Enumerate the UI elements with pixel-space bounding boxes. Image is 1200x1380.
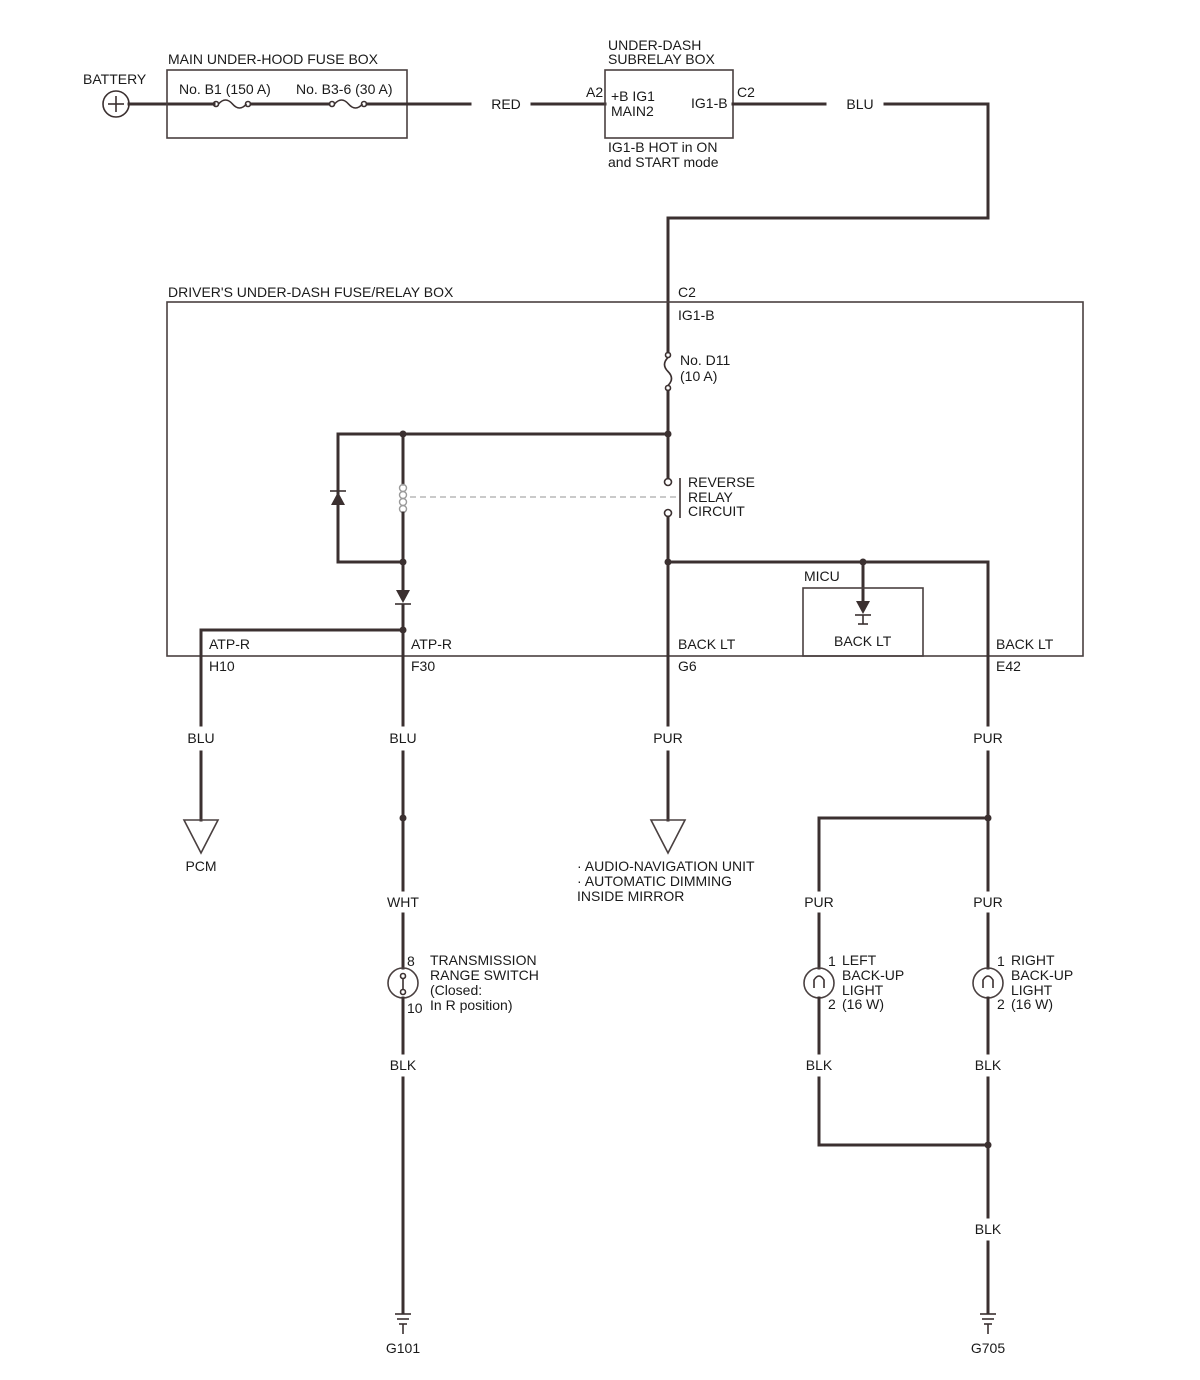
wire-label-blu-top: BLU xyxy=(846,96,873,112)
ground-g101-icon xyxy=(395,1313,411,1334)
subrelay-pin-c2: C2 xyxy=(737,84,755,100)
wire-blk-join xyxy=(817,1076,990,1147)
fuse-relay-pin-c2: C2 xyxy=(678,284,696,300)
left-light-label-3: LIGHT xyxy=(842,982,884,998)
pin-g6-code: G6 xyxy=(678,658,697,674)
subrelay-title-2: SUBRELAY BOX xyxy=(608,51,716,67)
pin-h10-name: ATP-R xyxy=(209,636,250,652)
diode-atp-icon xyxy=(396,590,410,603)
diode-icon xyxy=(331,492,345,505)
main-fuse-box-title: MAIN UNDER-HOOD FUSE BOX xyxy=(168,51,379,67)
switch-pin-10: 10 xyxy=(407,1000,423,1016)
left-light-pin-1: 1 xyxy=(828,953,836,969)
relay-label-2: RELAY xyxy=(688,489,734,505)
battery-label: BATTERY xyxy=(83,71,147,87)
fuse-b3-icon xyxy=(328,100,336,108)
transmission-range-switch: 8 10 TRANSMISSION RANGE SWITCH (Closed: … xyxy=(387,952,539,1016)
wire-label-blk-right: BLK xyxy=(975,1057,1002,1073)
wire-label-pur-e42: PUR xyxy=(973,730,1003,746)
right-light-label-1: RIGHT xyxy=(1011,952,1055,968)
pcm-label: PCM xyxy=(185,858,216,874)
wire-relay-bus xyxy=(336,432,670,564)
subrelay-inner-1: +B IG1 xyxy=(611,88,655,104)
switch-label-3: (Closed: xyxy=(430,982,482,998)
right-light-pin-2: 2 xyxy=(997,996,1005,1012)
wire-atp-bridge xyxy=(199,628,405,658)
audio-connector-icon xyxy=(649,819,687,855)
relay-label-3: CIRCUIT xyxy=(688,503,745,519)
subrelay-inner-out: IG1-B xyxy=(691,95,728,111)
main-fuse-box: MAIN UNDER-HOOD FUSE BOX No. B1 (150 A) … xyxy=(166,51,472,139)
relay-contact-icon xyxy=(663,477,681,518)
fuse-b3-label: No. B3-6 (30 A) xyxy=(296,81,393,97)
relay-label-1: REVERSE xyxy=(688,474,755,490)
subrelay-pin-a2: A2 xyxy=(586,84,603,100)
wire-label-blu-pcm: BLU xyxy=(187,730,214,746)
micu-label: BACK LT xyxy=(834,633,892,649)
left-light-label-1: LEFT xyxy=(842,952,877,968)
left-light-label-4: (16 W) xyxy=(842,996,884,1012)
fuse-d11-label: No. D11 xyxy=(680,352,731,368)
right-backup-light: 1 2 RIGHT BACK-UP LIGHT (16 W) xyxy=(972,952,1073,1012)
wire-label-blk-trs: BLK xyxy=(390,1057,417,1073)
wire-backlt-bus xyxy=(666,560,990,658)
wire-label-pur-right: PUR xyxy=(973,894,1003,910)
micu-title: MICU xyxy=(804,568,840,584)
switch-pin-8: 8 xyxy=(407,953,415,969)
subrelay-box: UNDER-DASH SUBRELAY BOX A2 C2 +B IG1 MAI… xyxy=(586,37,755,170)
wire-label-blk-left: BLK xyxy=(806,1057,833,1073)
fuse-relay-box: DRIVER'S UNDER-DASH FUSE/RELAY BOX C2 IG… xyxy=(166,284,1084,674)
right-light-label-4: (16 W) xyxy=(1011,996,1053,1012)
audio-label-3: INSIDE MIRROR xyxy=(577,888,684,904)
ground-g101-label: G101 xyxy=(386,1340,420,1356)
pin-e42-name: BACK LT xyxy=(996,636,1054,652)
ground-g705-label: G705 xyxy=(971,1340,1005,1356)
fuse-d11-icon xyxy=(664,351,672,359)
switch-label-4: In R position) xyxy=(430,997,512,1013)
left-backup-light: 1 2 LEFT BACK-UP LIGHT (16 W) xyxy=(803,952,904,1012)
pin-f30-code: F30 xyxy=(411,658,435,674)
micu-diode-icon xyxy=(856,601,870,614)
pcm-connector-icon xyxy=(182,819,220,855)
pin-h10-code: H10 xyxy=(209,658,235,674)
left-bulb-icon xyxy=(803,967,835,999)
fuse-relay-box-title: DRIVER'S UNDER-DASH FUSE/RELAY BOX xyxy=(168,284,454,300)
fuse-d11-rating: (10 A) xyxy=(680,368,717,384)
right-light-label-2: BACK-UP xyxy=(1011,967,1073,983)
left-light-pin-2: 2 xyxy=(828,996,836,1012)
battery: BATTERY xyxy=(83,71,147,118)
wire-label-wht: WHT xyxy=(387,894,419,910)
ground-g705-icon xyxy=(980,1313,996,1334)
wire-blu-top-right xyxy=(666,102,990,354)
switch-label-2: RANGE SWITCH xyxy=(430,967,539,983)
fuse-relay-ig1b: IG1-B xyxy=(678,307,715,323)
audio-label-2: · AUTOMATIC DIMMING xyxy=(577,873,732,889)
right-light-pin-1: 1 xyxy=(997,953,1005,969)
wire-label-pur-audio: PUR xyxy=(653,730,683,746)
wire-label-blu-trs: BLU xyxy=(389,730,416,746)
subrelay-note-2: and START mode xyxy=(608,154,719,170)
subrelay-inner-2: MAIN2 xyxy=(611,103,654,119)
fuse-relay-box-outline xyxy=(166,301,1084,657)
relay-coil-icon xyxy=(398,483,408,514)
wire-label-red: RED xyxy=(491,96,521,112)
pin-e42-code: E42 xyxy=(996,658,1021,674)
micu-box xyxy=(802,587,924,657)
fuse-b1-label: No. B1 (150 A) xyxy=(179,81,271,97)
wire-label-blk-ground: BLK xyxy=(975,1221,1002,1237)
subrelay-title-1: UNDER-DASH xyxy=(608,37,701,53)
left-light-label-2: BACK-UP xyxy=(842,967,904,983)
fuse-b1-icon xyxy=(212,100,220,108)
subrelay-note-1: IG1-B HOT in ON xyxy=(608,139,717,155)
pin-f30-name: ATP-R xyxy=(411,636,452,652)
pin-g6-name: BACK LT xyxy=(678,636,736,652)
wire-label-pur-left: PUR xyxy=(804,894,834,910)
right-bulb-icon xyxy=(972,967,1004,999)
switch-label-1: TRANSMISSION xyxy=(430,952,537,968)
audio-label-1: · AUDIO-NAVIGATION UNIT xyxy=(577,858,755,874)
wire-pur-split xyxy=(817,816,990,892)
right-light-label-3: LIGHT xyxy=(1011,982,1053,998)
